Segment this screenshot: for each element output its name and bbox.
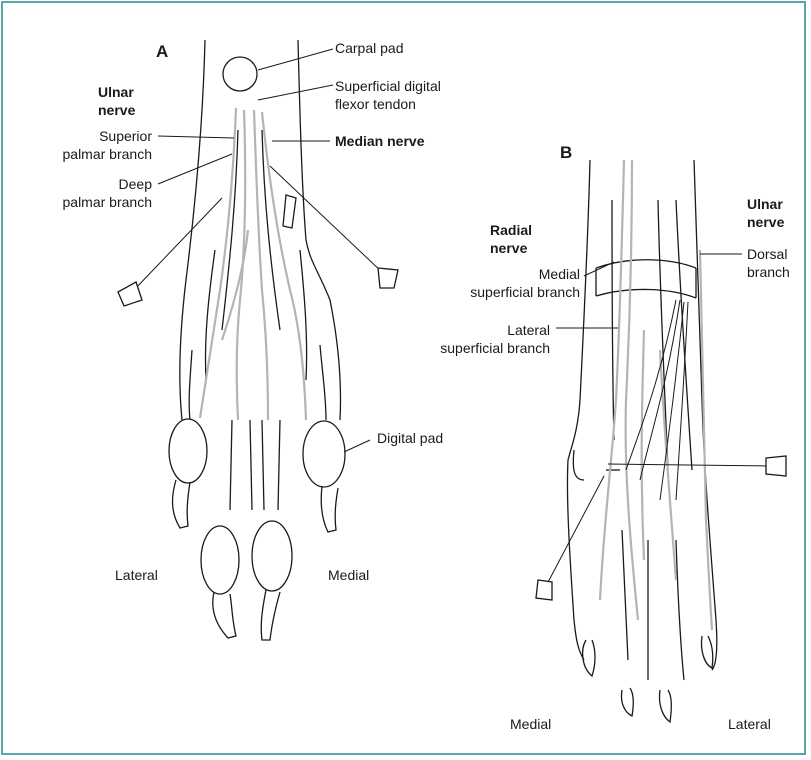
sdft-label-line1: Superficial digital: [335, 78, 441, 94]
medial-label-b: Medial: [510, 716, 551, 732]
deep-branch-label2: palmar branch: [52, 194, 152, 210]
digital-pad-lateral: [169, 419, 207, 483]
ulnar-nerve-label-a2: nerve: [98, 102, 135, 118]
deep-branch-label1: Deep: [58, 176, 152, 192]
dorsal-branch-label2: branch: [747, 264, 790, 280]
medial-label-a: Medial: [328, 567, 369, 583]
digital-pad-label: Digital pad: [377, 430, 443, 446]
lateral-sup-label1: Lateral: [420, 322, 550, 338]
medial-sup-label2: superficial branch: [422, 284, 580, 300]
digital-pad-medial: [303, 421, 345, 487]
dorsal-branch-label1: Dorsal: [747, 246, 787, 262]
ulnar-nerve-label-b1: Ulnar: [747, 196, 783, 212]
medial-sup-label1: Medial: [470, 266, 580, 282]
dorsal-view-drawing: [536, 160, 786, 722]
lateral-sup-label2: superficial branch: [395, 340, 550, 356]
palmar-view-drawing: [118, 40, 398, 640]
panel-b-letter: B: [560, 145, 572, 161]
carpal-pad-label: Carpal pad: [335, 40, 404, 56]
median-nerve-label: Median nerve: [335, 133, 424, 149]
ulnar-nerve-label-b2: nerve: [747, 214, 784, 230]
carpal-pad-shape: [223, 57, 257, 91]
lateral-label-b: Lateral: [728, 716, 771, 732]
lateral-label-a: Lateral: [115, 567, 158, 583]
radial-nerve-label2: nerve: [490, 240, 527, 256]
sdft-label-line2: flexor tendon: [335, 96, 416, 112]
superior-branch-label2: palmar branch: [52, 146, 152, 162]
superior-branch-label1: Superior: [58, 128, 152, 144]
ulnar-nerve-label-a1: Ulnar: [98, 84, 134, 100]
digital-pad-3: [252, 521, 292, 591]
radial-nerve-label1: Radial: [490, 222, 532, 238]
digital-pad-2: [201, 526, 239, 594]
panel-a-letter: A: [156, 44, 168, 60]
